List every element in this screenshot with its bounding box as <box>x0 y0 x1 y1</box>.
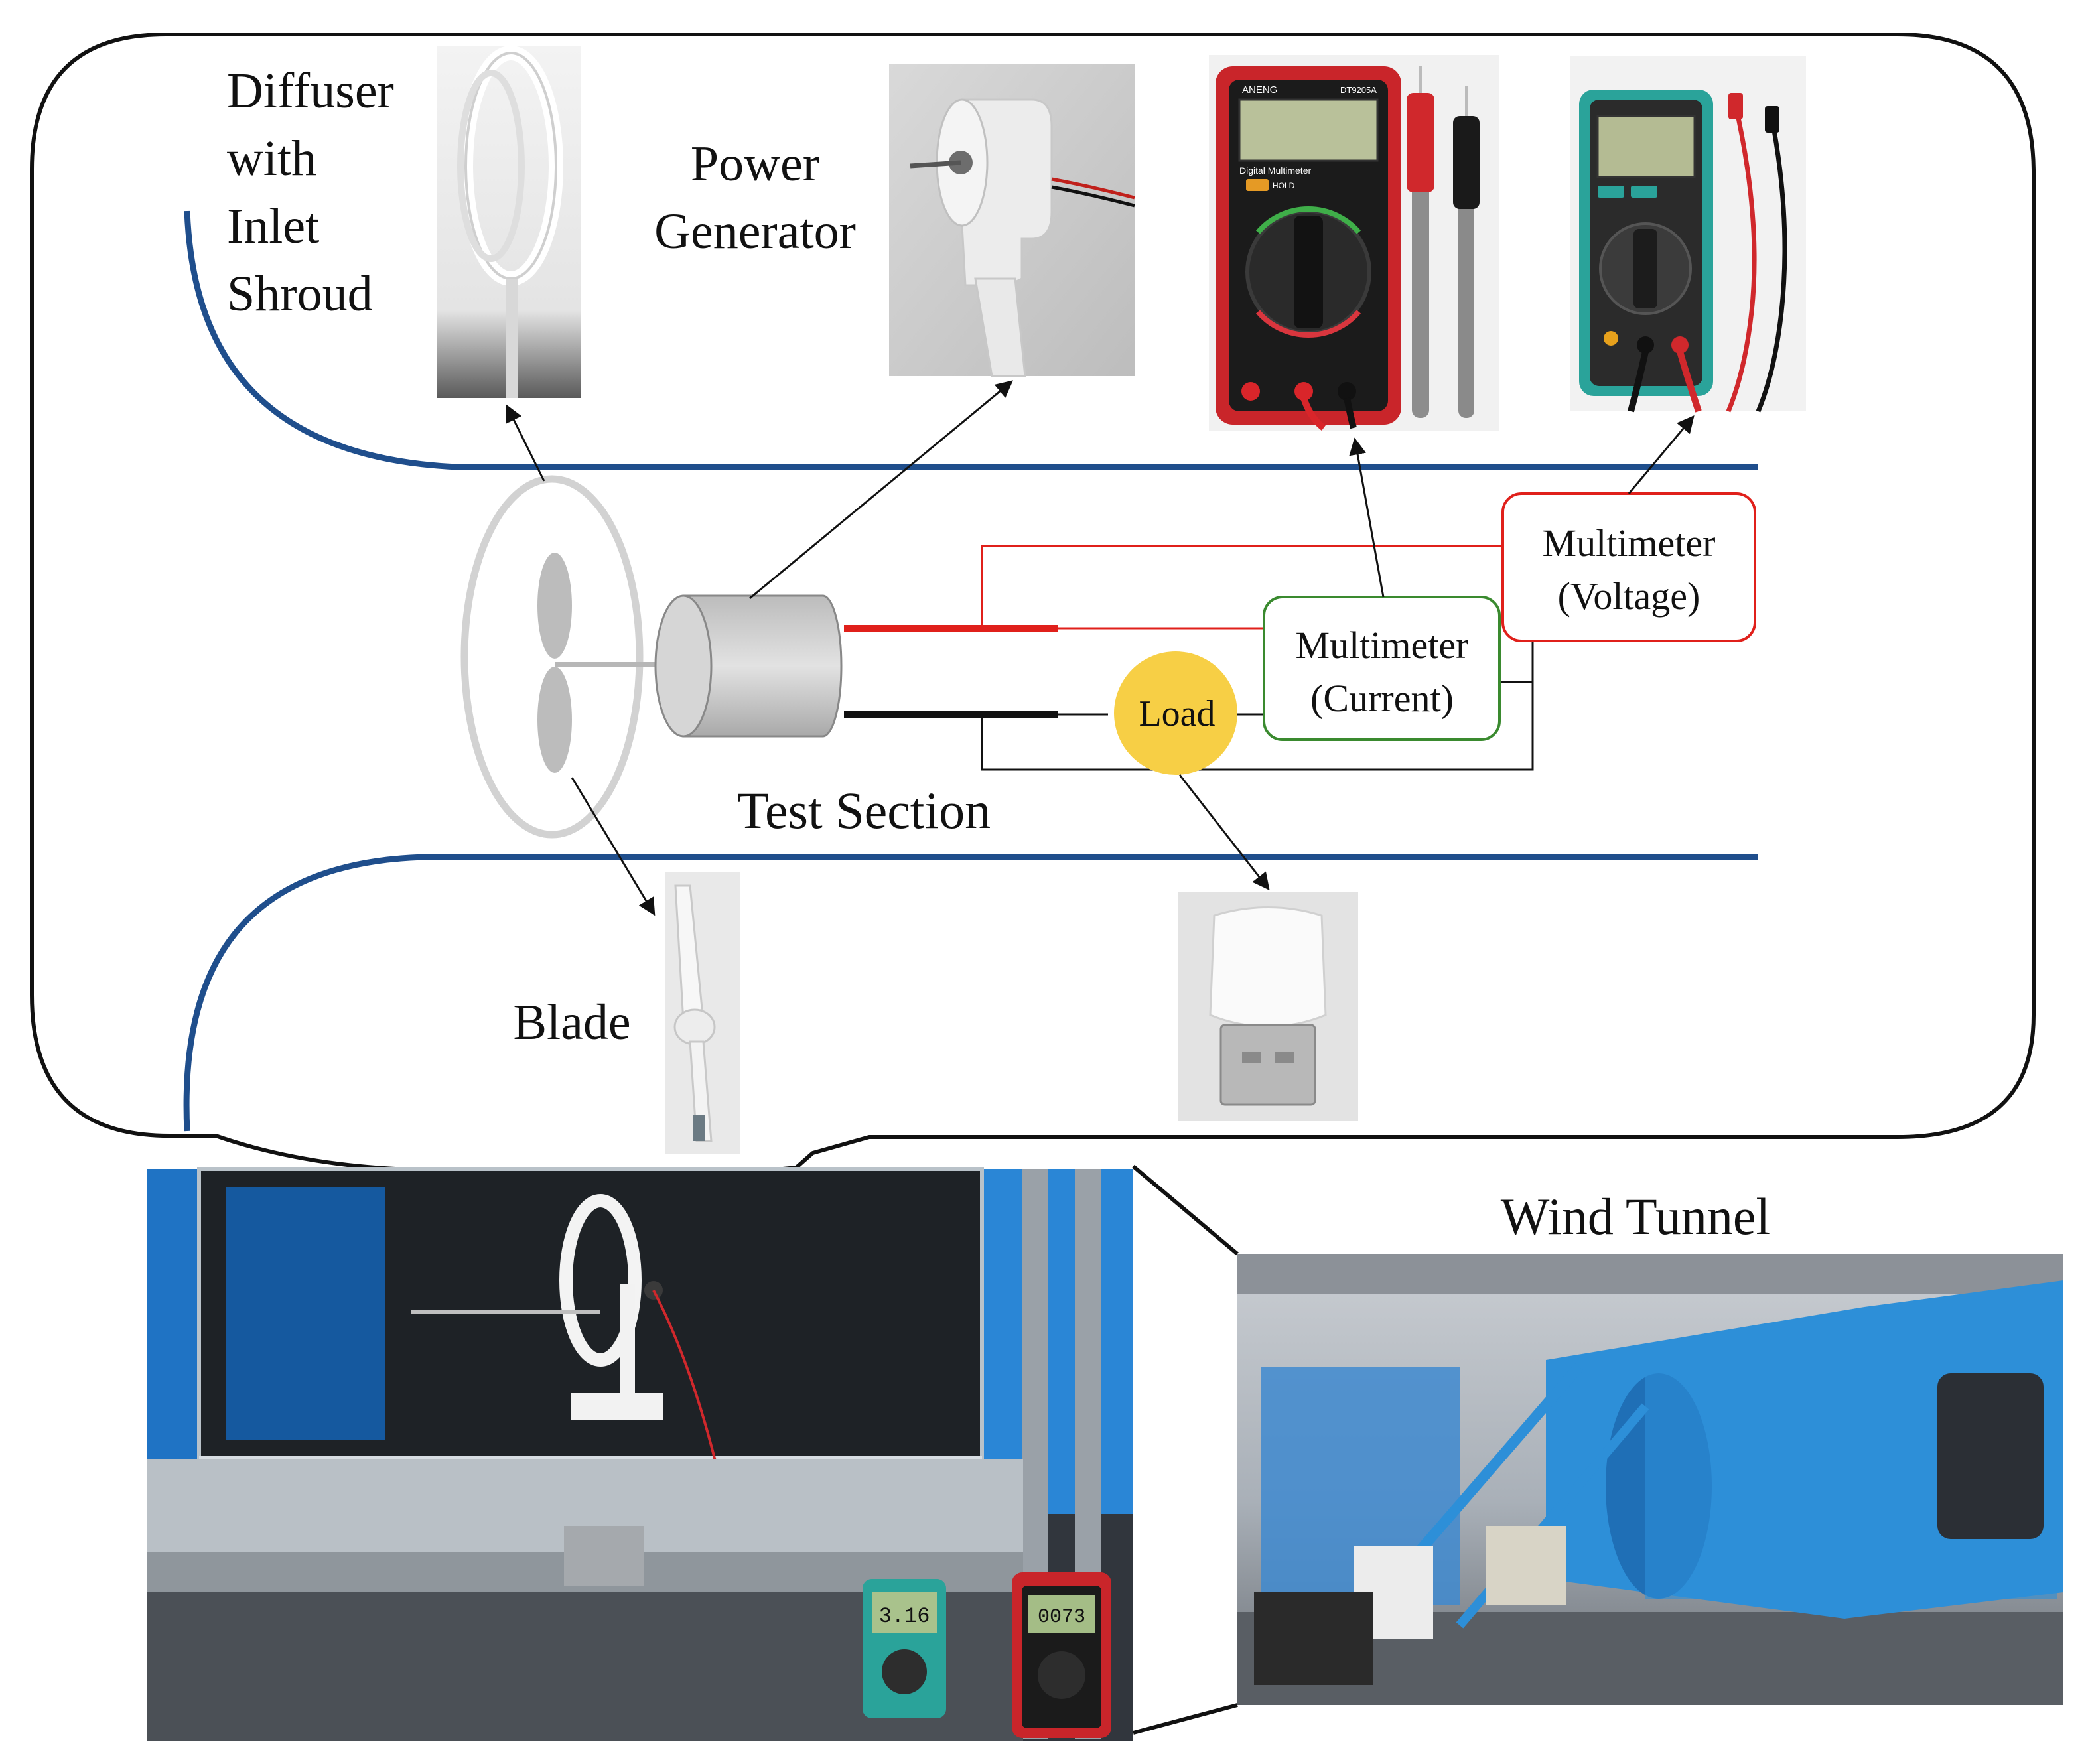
blade-lower <box>537 667 572 773</box>
blade-upper <box>537 553 572 659</box>
diffuser-shroud-ring <box>460 475 644 839</box>
photo-current-reading: 0073 <box>1038 1606 1085 1629</box>
diffuser-label-line3: Inlet <box>227 198 319 254</box>
tunnel-upper-wall <box>184 210 1758 470</box>
diffuser-label-line1: Diffuser <box>227 63 394 119</box>
rotor-icon <box>460 475 658 839</box>
wind-tunnel-label: Wind Tunnel <box>1501 1187 1770 1245</box>
usb-load-photo <box>1178 892 1358 1121</box>
arrow-icon <box>506 380 1695 916</box>
meter-hold-text: HOLD <box>1273 181 1295 190</box>
tunnel-lower-wall <box>183 854 1758 1132</box>
diffuser-photo <box>437 46 581 398</box>
diffuser-label-line2: with <box>227 131 316 186</box>
load-circle <box>1114 651 1237 775</box>
test-section-setup-photo: 3.16 0073 <box>147 1167 1133 1741</box>
wind-tunnel-photo <box>1237 1254 2063 1705</box>
circuit-wiring <box>844 545 1534 771</box>
multimeter-current-label-line1: Multimeter <box>1296 624 1469 667</box>
generator-icon <box>654 594 843 738</box>
multimeter-current-box <box>1263 596 1501 741</box>
blade-label: Blade <box>513 994 630 1050</box>
voltage-multimeter-photo <box>1570 56 1806 413</box>
meter-model-text: DT9205A <box>1340 85 1377 95</box>
blade-photo <box>665 872 740 1154</box>
meter-caption-text: Digital Multimeter <box>1239 165 1311 176</box>
power-generator-label-line1: Power <box>691 136 819 192</box>
current-multimeter-photo: ANENG DT9205A Digital Multimeter HOLD <box>1209 55 1499 431</box>
test-section-label: Test Section <box>737 781 991 839</box>
diffuser-label-line4: Shroud <box>227 266 373 322</box>
power-generator-label-line2: Generator <box>654 204 856 259</box>
power-generator-photo <box>889 64 1135 377</box>
zoom-connector <box>1132 1164 1239 1256</box>
multimeter-voltage-label-line1: Multimeter <box>1543 521 1716 565</box>
multimeter-current-label-line2: (Current) <box>1310 677 1454 720</box>
photo-voltage-reading: 3.16 <box>879 1604 930 1629</box>
load-label: Load <box>1139 693 1215 734</box>
meter-brand-text: ANENG <box>1242 84 1277 96</box>
multimeter-voltage-label-line2: (Voltage) <box>1558 575 1701 618</box>
zoom-connector-lower <box>1133 1703 1238 1735</box>
multimeter-voltage-box <box>1501 492 1756 642</box>
